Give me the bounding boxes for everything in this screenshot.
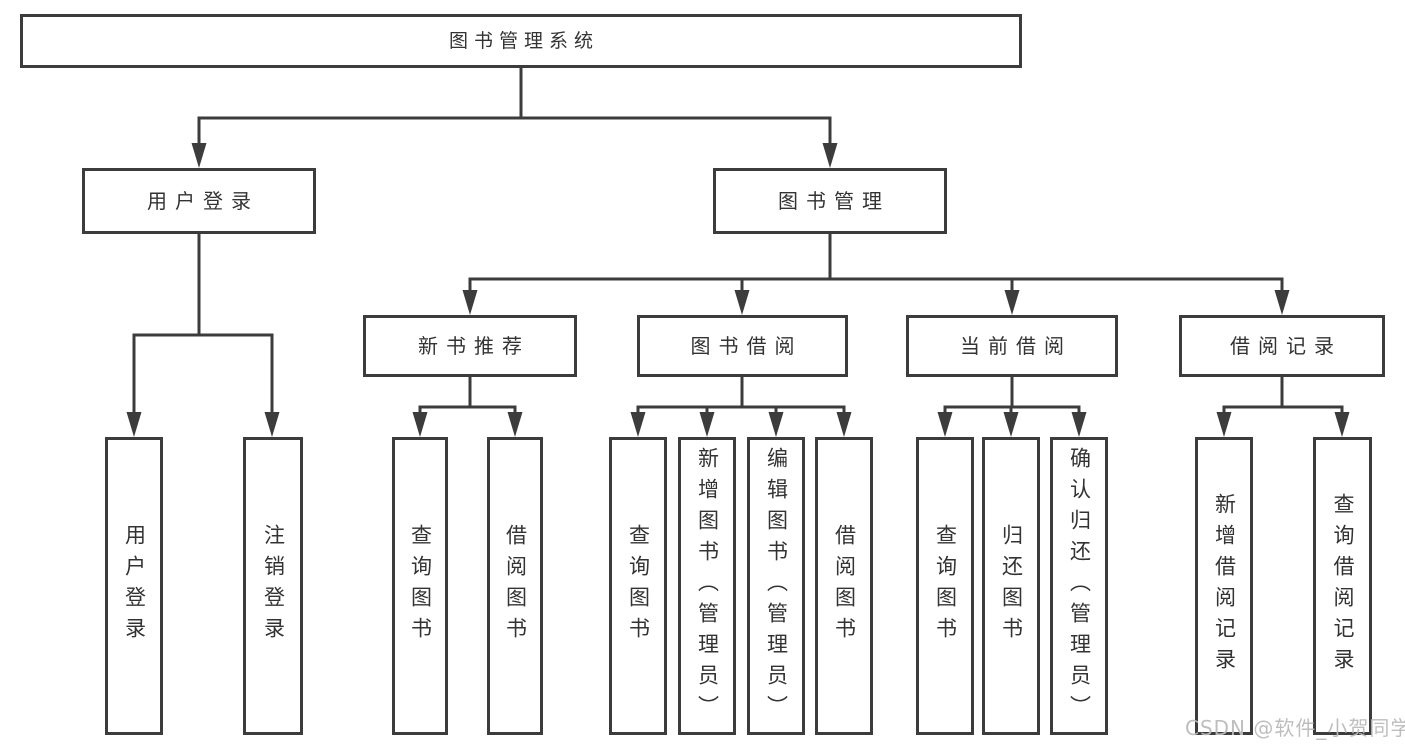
leaf-cb-query-books-label: 查询图书	[933, 524, 958, 648]
leaf-bb-edit-books: 编辑图书（管理员）	[747, 437, 805, 735]
node-user-login: 用户登录	[82, 168, 316, 234]
leaf-user-login-label: 用户登录	[122, 524, 147, 648]
leaf-cb-return-books-label: 归还图书	[999, 524, 1024, 648]
leaf-cb-confirm-return: 确认归还（管理员）	[1050, 437, 1108, 735]
leaf-bb-add-books-label: 新增图书（管理员）	[695, 446, 720, 726]
node-new-book-recommend: 新书推荐	[363, 315, 577, 377]
node-root: 图书管理系统	[20, 14, 1022, 68]
leaf-bb-add-books: 新增图书（管理员）	[678, 437, 736, 735]
leaf-rec-query-books: 查询图书	[392, 437, 448, 735]
leaf-br-add-record-label: 新增借阅记录	[1212, 493, 1237, 679]
leaf-bb-borrow-books-label: 借阅图书	[832, 524, 857, 648]
leaf-bb-query-books-label: 查询图书	[626, 524, 651, 648]
leaf-bb-borrow-books: 借阅图书	[815, 437, 873, 735]
leaf-cb-confirm-return-label: 确认归还（管理员）	[1067, 446, 1092, 726]
node-book-management: 图书管理	[713, 168, 947, 234]
node-user-login-label: 用户登录	[147, 189, 259, 213]
node-book-management-label: 图书管理	[778, 189, 890, 213]
leaf-rec-borrow-books: 借阅图书	[487, 437, 543, 735]
leaf-br-add-record: 新增借阅记录	[1195, 437, 1253, 735]
leaf-rec-query-books-label: 查询图书	[408, 524, 433, 648]
leaf-br-query-record-label: 查询借阅记录	[1331, 493, 1355, 679]
leaf-bb-edit-books-label: 编辑图书（管理员）	[764, 446, 789, 726]
node-new-book-recommend-label: 新书推荐	[418, 334, 530, 358]
node-current-borrow: 当前借阅	[906, 315, 1118, 377]
leaf-bb-query-books: 查询图书	[609, 437, 667, 735]
node-borrow-records: 借阅记录	[1179, 315, 1385, 377]
leaf-cb-query-books: 查询图书	[916, 437, 974, 735]
leaf-user-login: 用户登录	[105, 437, 163, 735]
leaf-logout: 注销登录	[243, 437, 303, 735]
leaf-cb-return-books: 归还图书	[982, 437, 1040, 735]
node-current-borrow-label: 当前借阅	[960, 334, 1072, 358]
node-borrow-records-label: 借阅记录	[1230, 334, 1342, 358]
leaf-br-query-record: 查询借阅记录	[1313, 437, 1372, 735]
node-book-borrow-label: 图书借阅	[690, 334, 803, 358]
csdn-watermark: CSDN @软件_小贺同学	[1185, 716, 1405, 740]
node-book-borrow: 图书借阅	[637, 315, 848, 377]
leaf-logout-label: 注销登录	[261, 524, 286, 648]
node-root-label: 图书管理系统	[448, 29, 599, 52]
leaf-rec-borrow-books-label: 借阅图书	[503, 524, 528, 648]
arrowheads	[126, 143, 1350, 437]
